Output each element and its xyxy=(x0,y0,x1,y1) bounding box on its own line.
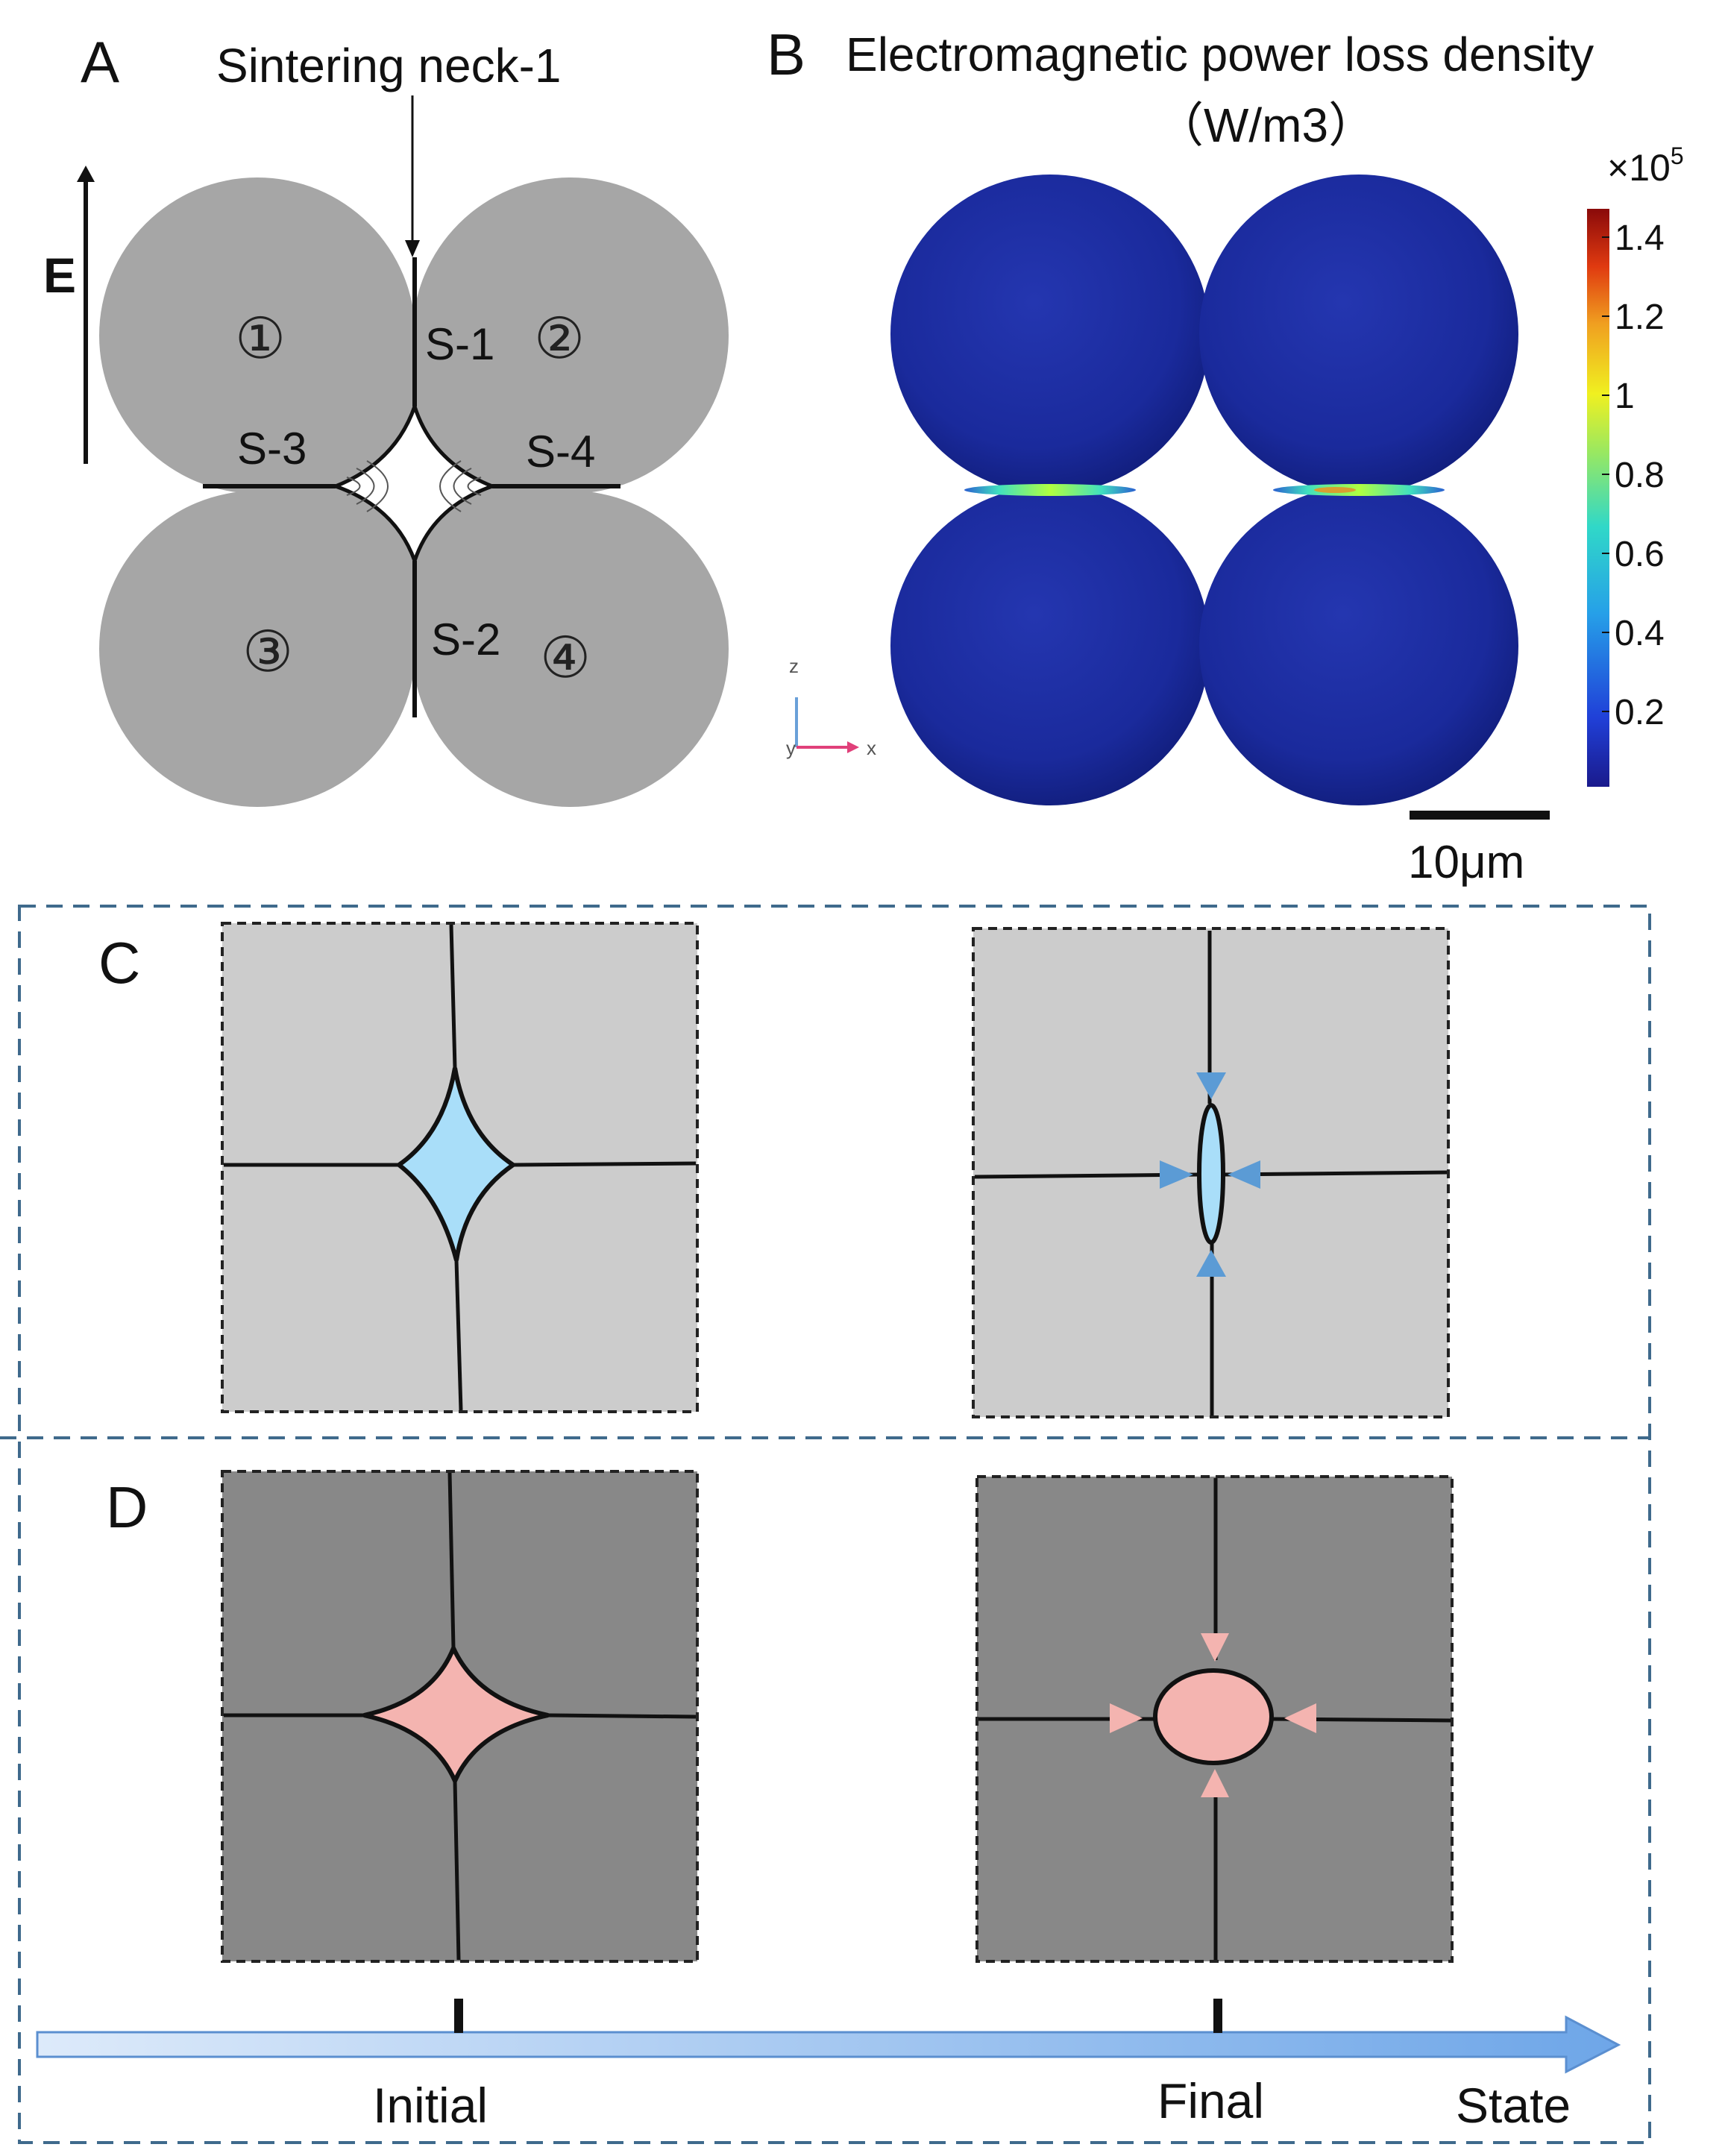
axis-y-label: y xyxy=(786,737,796,759)
pore-initial-d xyxy=(363,1642,549,1787)
neck-hotspot-core xyxy=(1314,487,1356,493)
sphere-top-right xyxy=(1199,175,1518,494)
panel-b-letter: B xyxy=(767,22,805,87)
arrow-up-icon xyxy=(1196,1250,1226,1277)
colorbar-tick-label: 0.6 xyxy=(1615,535,1665,574)
colorbar xyxy=(1587,209,1609,787)
particle-number-3: ③ xyxy=(242,618,293,685)
neck-hotspot-right xyxy=(1273,484,1445,496)
colorbar-tick-label: 1 xyxy=(1615,377,1635,416)
colorbar-tick-label: 0.4 xyxy=(1615,614,1665,653)
scale-bar-label: 10μm xyxy=(1408,837,1524,888)
axis-x-arrow xyxy=(847,741,859,753)
neck-pointer-arrowhead xyxy=(405,240,420,257)
segment-label-s3: S-3 xyxy=(237,424,307,474)
sintering-neck-label: Sintering neck-1 xyxy=(216,39,561,92)
panel-a: A Sintering neck-1 E ① ② ③ ④ xyxy=(43,29,729,807)
pore-arc xyxy=(356,468,375,505)
pore-final-c xyxy=(1197,1103,1225,1245)
colorbar-tick-label: 1.2 xyxy=(1615,298,1665,337)
pore-arc xyxy=(467,477,482,496)
pore-arc xyxy=(453,468,472,505)
axis-x-label: x xyxy=(867,737,876,759)
panel-d-letter: D xyxy=(106,1474,148,1540)
segment-label-s2: S-2 xyxy=(431,615,500,664)
timeline-tick-final xyxy=(1213,1999,1222,2033)
particle-number-4: ④ xyxy=(540,624,591,691)
timeline: Initial Final State xyxy=(36,1999,1621,2133)
colorbar-tick-label: 0.8 xyxy=(1615,456,1665,495)
axis-z-label: z xyxy=(789,655,799,677)
particle-number-2: ② xyxy=(534,305,585,371)
panel-b: B Electromagnetic power loss density （W/… xyxy=(767,22,1684,888)
boundary-line xyxy=(453,1780,461,1961)
arrow-down-icon xyxy=(1196,1072,1226,1099)
timeline-label-state: State xyxy=(1456,2078,1571,2133)
field-arrow-head xyxy=(77,166,95,182)
panel-c: C xyxy=(98,922,1450,1418)
timeline-tick-initial xyxy=(454,1999,463,2033)
field-label: E xyxy=(43,248,76,303)
neck-hotspot-left xyxy=(964,484,1136,496)
timeline-label-final: Final xyxy=(1157,2073,1264,2128)
boundary-line xyxy=(512,1161,697,1167)
colorbar-multiplier: ×105 xyxy=(1607,142,1684,189)
boundary-line xyxy=(547,1713,697,1719)
arrow-up-icon xyxy=(1201,1769,1229,1797)
colorbar-ticks: 1.4 1.2 1 0.8 0.6 0.4 0.2 xyxy=(1602,219,1665,732)
sphere-bottom-left xyxy=(890,486,1210,805)
timeline-label-initial: Initial xyxy=(373,2078,488,2133)
arrow-left-icon xyxy=(1284,1703,1316,1733)
sphere-bottom-right xyxy=(1199,486,1518,805)
timeline-arrow xyxy=(36,2015,1621,2074)
pore-arc xyxy=(439,460,462,512)
panel-a-letter: A xyxy=(81,29,119,95)
panel-d: D xyxy=(106,1470,1454,1963)
pore-initial-c xyxy=(395,1067,518,1261)
segment-label-s4: S-4 xyxy=(526,427,595,477)
pore-arc xyxy=(346,477,361,496)
colorbar-tick-label: 0.2 xyxy=(1615,693,1665,732)
boundary-line xyxy=(449,924,457,1069)
particle-number-1: ① xyxy=(235,305,286,371)
arrow-down-icon xyxy=(1201,1633,1229,1662)
sphere-top-left xyxy=(890,175,1210,494)
arrow-right-icon xyxy=(1160,1160,1193,1189)
boundary-line xyxy=(454,1260,463,1411)
pore-arc xyxy=(366,460,389,512)
panel-b-title-line1: Electromagnetic power loss density xyxy=(846,28,1594,81)
boundary-line xyxy=(447,1472,456,1649)
colorbar-tick-label: 1.4 xyxy=(1615,219,1665,258)
outer-dashed-frame xyxy=(18,905,1651,2144)
arrow-left-icon xyxy=(1228,1160,1260,1189)
panel-c-letter: C xyxy=(98,930,140,996)
pore-final-d xyxy=(1153,1668,1274,1765)
segment-label-s1: S-1 xyxy=(425,319,494,369)
arrow-right-icon xyxy=(1110,1703,1143,1733)
panel-b-title-line2: （W/m3） xyxy=(1156,98,1376,152)
